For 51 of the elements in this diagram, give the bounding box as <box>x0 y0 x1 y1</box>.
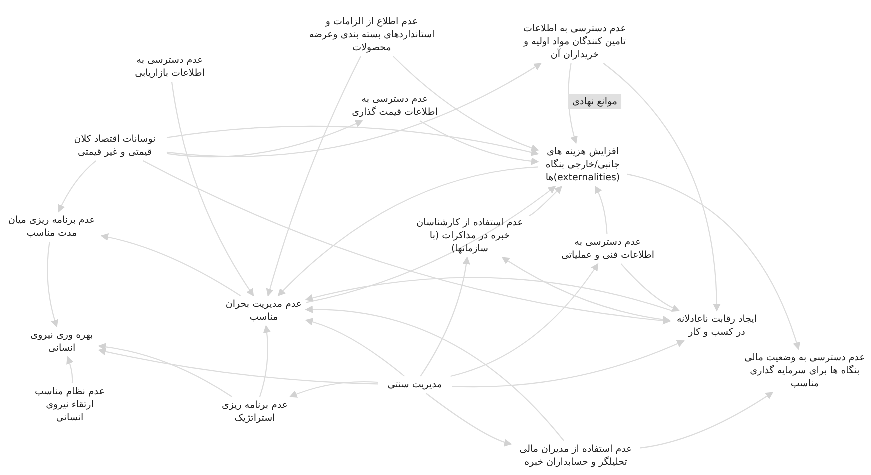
arrow <box>502 257 671 324</box>
arrow <box>420 120 540 166</box>
arrow <box>143 160 671 325</box>
arrow <box>627 174 800 350</box>
factor-text: عدم اطلاع از الزامات و استانداردهای بسته بندی وعرضه محصولات <box>304 16 440 54</box>
factor-text: عدم دسترسی به وضعیت مالی بنگاه ها برای سرمایه گذاری مناسب <box>742 352 868 390</box>
arrow <box>266 56 362 297</box>
arrow <box>305 306 565 442</box>
arrow <box>47 242 59 328</box>
arrow <box>166 126 540 156</box>
arrow <box>98 348 378 385</box>
factor-text: مدیریت سنتی <box>380 378 450 392</box>
factor-text: عدم دسترسی به اطلاعات تامین کنندگان مواد اولیه و خریداران آن <box>512 22 638 62</box>
arrow <box>278 166 539 297</box>
arrow <box>305 277 673 312</box>
arrow <box>529 186 563 216</box>
arrow <box>166 63 542 158</box>
arrow <box>640 392 774 449</box>
factor-text: نوسانات اقتصاد کلان قیمتی و غیر قیمتی <box>65 133 165 159</box>
factor-text: عدم مدیریت بحران مناسب <box>224 298 304 324</box>
factor-text: عدم دسترسی به اطلاعات بازاریابی <box>125 54 215 80</box>
arrow <box>452 340 685 388</box>
arrow <box>568 63 578 144</box>
factor-text: عدم دسترسی به اطلاعات فنی و عملیاتی <box>560 236 656 262</box>
factor-text: عدم استفاده از مدیران مالی تحلیلگر و حسابداران خبره <box>514 443 638 469</box>
factor-text: عدم برنامه ریزی استراتژیک <box>215 399 295 425</box>
arrow <box>58 160 97 213</box>
arrow <box>66 356 74 384</box>
factor-text: ایجاد رقابت ناعادلانه در کسب و کار <box>672 313 762 339</box>
factor-text: عدم استفاده از کارشناسان خبره در مذاکرات (با سازمانها) <box>412 216 528 256</box>
arrow <box>620 264 680 312</box>
arrow <box>171 82 254 297</box>
category-box: موانع نهادی <box>568 94 622 110</box>
arrow <box>393 56 540 152</box>
arrow <box>603 63 721 312</box>
factor-text: عدم برنامه ریزی میان مدت مناسب <box>4 214 100 240</box>
factor-text: بهره وری نیروی انسانی <box>27 329 97 355</box>
arrow <box>289 381 378 398</box>
arrow <box>594 186 608 234</box>
arrow <box>259 325 271 398</box>
arrow <box>100 234 242 296</box>
arrow <box>305 318 406 377</box>
arrow <box>426 393 512 446</box>
arrow <box>98 343 233 398</box>
factor-text: عدم نظام مناسب ارتقاء نیروی انسانی <box>35 386 105 424</box>
arrow <box>450 263 599 378</box>
arrow <box>420 256 470 377</box>
arrow <box>306 186 556 304</box>
arrow <box>166 120 364 158</box>
factor-text: عدم دسترسی به اطلاعات قیمت گذاری <box>348 93 442 119</box>
factor-text: افزایش هزینه های جانبی/خارجی بنگاه (externalities)ها <box>540 146 626 184</box>
